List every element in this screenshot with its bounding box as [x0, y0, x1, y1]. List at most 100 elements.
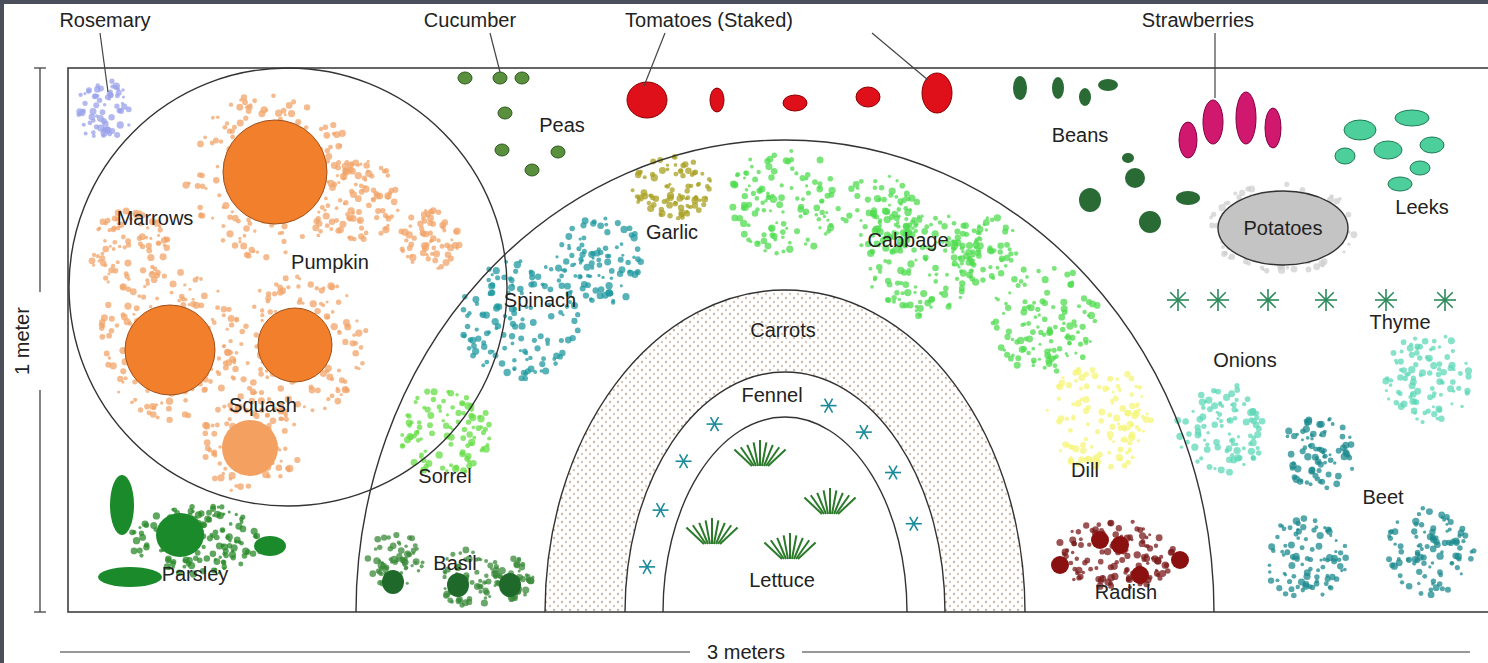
texture-dot: [1449, 561, 1454, 566]
texture-dot: [1323, 461, 1327, 465]
texture-dot: [1124, 410, 1130, 416]
texture-dot: [230, 489, 233, 492]
texture-dot: [795, 196, 799, 200]
texture-dot: [358, 219, 362, 223]
texture-dot: [1141, 554, 1147, 560]
texture-dot: [1071, 402, 1075, 406]
texture-dot: [84, 131, 88, 135]
texture-dot: [1395, 361, 1398, 364]
texture-dot: [81, 109, 86, 114]
texture-dot: [283, 447, 287, 451]
texture-dot: [1328, 585, 1333, 590]
texture-dot: [1147, 545, 1153, 551]
texture-dot: [243, 225, 250, 232]
texture-dot: [1074, 379, 1078, 383]
texture-dot: [805, 184, 808, 187]
texture-dot: [1391, 563, 1398, 570]
texture-dot: [127, 277, 131, 281]
texture-dot: [1130, 423, 1134, 427]
texture-dot: [160, 401, 163, 404]
texture-dot: [1448, 519, 1454, 525]
texture-dot: [360, 361, 365, 366]
texture-dot: [1320, 263, 1325, 268]
texture-dot: [1398, 573, 1403, 578]
texture-dot: [1461, 539, 1465, 543]
texture-dot: [1430, 536, 1437, 543]
texture-dot: [97, 115, 104, 122]
texture-dot: [1294, 465, 1301, 472]
texture-dot: [1242, 446, 1246, 450]
texture-dot: [1237, 435, 1240, 438]
texture-dot: [344, 160, 349, 165]
texture-dot: [1436, 552, 1443, 559]
texture-dot: [1072, 567, 1077, 572]
texture-dot: [1287, 579, 1292, 584]
texture-dot: [99, 326, 104, 331]
texture-dot: [232, 242, 238, 248]
texture-dot: [1108, 464, 1114, 470]
texture-dot: [450, 238, 453, 241]
leek-plant: [1410, 161, 1430, 175]
texture-dot: [300, 234, 305, 239]
texture-dot: [1442, 540, 1448, 546]
texture-dot: [345, 212, 349, 216]
texture-dot: [1413, 399, 1419, 405]
texture-dot: [1137, 439, 1141, 443]
texture-dot: [1340, 444, 1347, 451]
texture-dot: [103, 263, 107, 267]
texture-dot: [317, 210, 320, 213]
texture-dot: [427, 215, 434, 222]
texture-dot: [1410, 391, 1417, 398]
texture-dot: [1422, 410, 1427, 415]
texture-dot: [211, 216, 214, 219]
texture-dot: [1062, 441, 1069, 448]
texture-dot: [150, 265, 154, 269]
texture-dot: [1407, 345, 1414, 352]
texture-dot: [752, 176, 758, 182]
texture-dot: [150, 411, 157, 418]
texture-dot: [240, 243, 247, 250]
texture-dot: [748, 184, 751, 187]
texture-dot: [1204, 446, 1211, 453]
texture-dot: [1431, 411, 1437, 417]
texture-dot: [238, 237, 241, 240]
texture-dot: [1304, 453, 1311, 460]
texture-dot: [1112, 440, 1115, 443]
tomato-plant: [856, 87, 880, 107]
leek-plant: [1420, 137, 1444, 153]
texture-dot: [1428, 587, 1433, 592]
texture-dot: [736, 172, 741, 177]
texture-dot: [1289, 586, 1295, 592]
texture-dot: [355, 319, 358, 322]
texture-dot: [160, 253, 167, 260]
texture-dot: [1245, 396, 1251, 402]
texture-dot: [258, 367, 263, 372]
texture-dot: [1291, 433, 1297, 439]
texture-dot: [1301, 515, 1308, 522]
texture-dot: [1397, 557, 1401, 561]
thyme-plant: [1257, 289, 1279, 311]
texture-dot: [250, 379, 257, 386]
texture-dot: [1124, 567, 1129, 572]
texture-dot: [406, 255, 410, 259]
texture-dot: [790, 166, 795, 171]
texture-dot: [1242, 463, 1246, 467]
texture-dot: [217, 193, 221, 197]
texture-dot: [1414, 411, 1417, 414]
texture-dot: [166, 398, 173, 405]
texture-dot: [1107, 451, 1111, 455]
texture-dot: [803, 209, 809, 215]
texture-dot: [1106, 386, 1110, 390]
texture-dot: [203, 387, 208, 392]
texture-dot: [96, 94, 100, 98]
texture-dot: [819, 199, 824, 204]
texture-dot: [1221, 251, 1227, 257]
texture-dot: [128, 321, 132, 325]
texture-dot: [221, 224, 225, 228]
texture-dot: [201, 387, 207, 393]
texture-dot: [1320, 592, 1324, 596]
texture-dot: [1230, 437, 1235, 442]
texture-dot: [127, 123, 130, 126]
texture-dot: [1343, 544, 1347, 548]
texture-dot: [337, 368, 341, 372]
